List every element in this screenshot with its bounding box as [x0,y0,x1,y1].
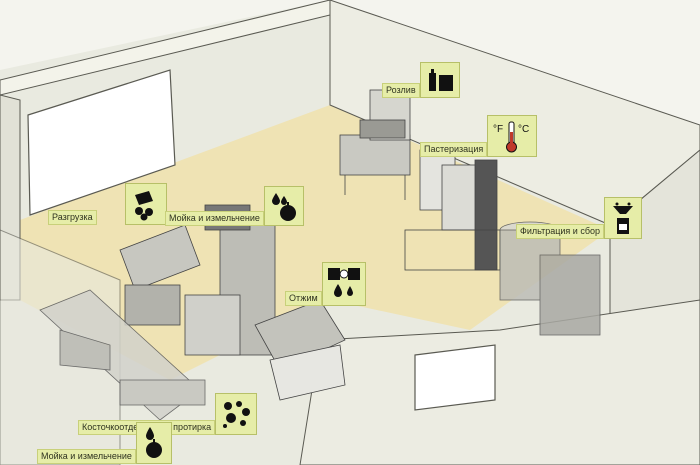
front-window [414,344,496,411]
label-bottling: Розлив [382,62,460,98]
left-window [27,69,176,216]
unloading-hopper [119,224,201,326]
seeds-pulp-icon [215,393,258,435]
label-wash-grind-bottom-text: Мойка и измельчение [37,449,136,464]
label-wash-grind-top-text: Мойка и измельчение [165,211,264,226]
front-wall [299,299,700,465]
label-pressing: Отжим [285,262,366,306]
conveyor [39,289,206,421]
label-unloading: Разгрузка [48,183,167,225]
label-pasteurization: Пастеризация °F °C [420,115,538,157]
label-wash-grind-bottom: Мойка и измельчение [37,422,172,464]
label-pasteurization-text: Пастеризация [420,142,488,157]
label-unloading-text: Разгрузка [48,210,97,225]
filter-container-icon [604,197,642,239]
unloading-crate-icon [124,183,167,225]
label-filtration: Фильтрация и сбор [516,197,642,239]
water-drops-apple-icon [263,186,304,226]
press-drops-icon [321,262,366,306]
label-filtration-text: Фильтрация и сбор [516,224,604,239]
label-pressing-text: Отжим [285,291,322,306]
svg-text:°F: °F [493,124,503,135]
label-wash-grind-top: Мойка и измельчение [165,186,304,226]
thermometer-icon: °F °C [487,115,538,157]
press-machine [254,299,346,401]
bottling-machine [339,89,411,200]
label-bottling-text: Розлив [382,83,420,98]
svg-text:°C: °C [518,124,529,135]
bottle-and-box-icon [419,62,460,98]
pasteurizer [404,149,501,271]
water-drop-apple-icon [135,422,172,464]
